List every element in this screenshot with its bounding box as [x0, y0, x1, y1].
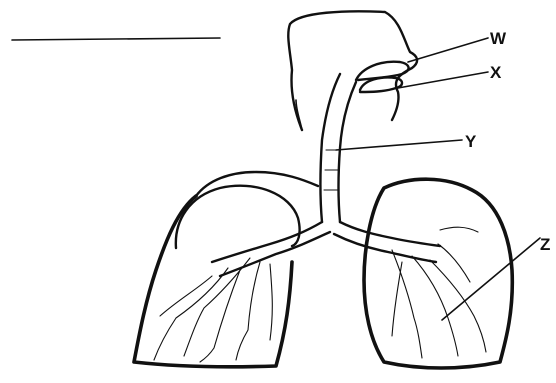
left-lung-outline — [134, 196, 292, 367]
label-z: Z — [540, 235, 550, 254]
label-x-leader — [398, 72, 488, 88]
right-bronchus-lower — [334, 234, 436, 262]
left-lung-outer-curve — [196, 172, 318, 196]
label-z-leader — [442, 238, 540, 320]
label-w-leader — [408, 38, 488, 62]
trachea-right-wall — [339, 82, 357, 222]
label-y: Y — [465, 132, 477, 151]
label-w: W — [490, 29, 507, 48]
label-y-leader — [336, 140, 462, 150]
right-lung-outline — [364, 179, 512, 368]
answer-blank-line — [12, 38, 220, 40]
head-outline — [288, 11, 417, 130]
label-x: X — [490, 63, 502, 82]
left-bronchioles — [154, 258, 272, 362]
trachea-left-wall — [321, 74, 341, 222]
